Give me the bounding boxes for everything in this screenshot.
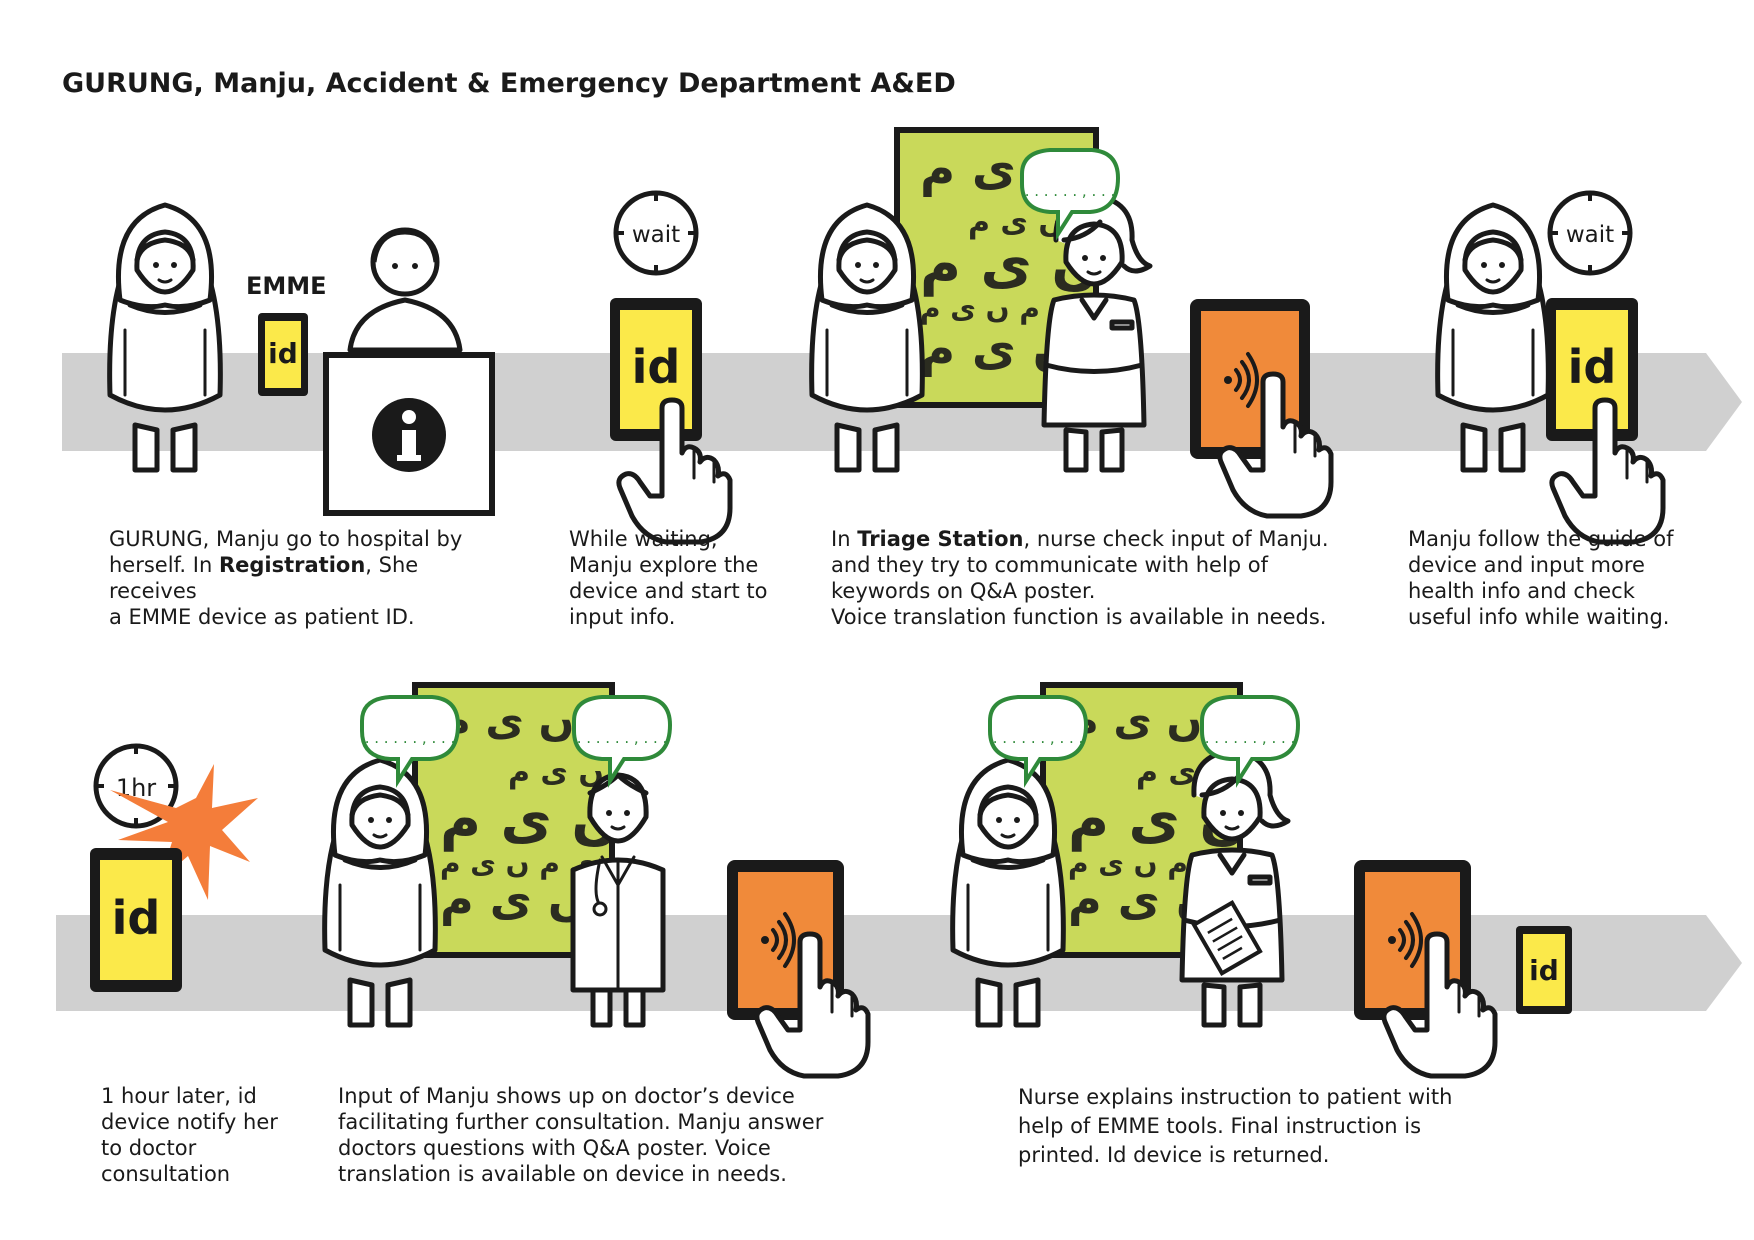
svg-text:id: id xyxy=(1529,954,1559,987)
svg-text:. . . . . . , . . .: . . . . . . , . . . xyxy=(365,729,456,747)
caption-step2: While waiting, Manju explore the device … xyxy=(569,527,768,629)
svg-text:. . . . . . , . . .: . . . . . . , . . . xyxy=(1025,182,1116,200)
svg-text:id: id xyxy=(1568,340,1617,394)
caption-step3: In Triage Station, nurse check input of … xyxy=(831,527,1329,629)
caption-step4: Manju follow the guide of device and inp… xyxy=(1408,527,1674,629)
svg-text:. . . . . . , . . .: . . . . . . , . . . xyxy=(993,729,1084,747)
svg-text:id: id xyxy=(632,340,681,394)
step2-clock-icon: wait xyxy=(616,193,696,273)
process-arrow-bottom xyxy=(56,915,1742,1011)
speech-bubble: . . . . . . , . . . xyxy=(360,695,460,783)
caption-step5: 1 hour later, id device notify her to do… xyxy=(101,1084,278,1186)
svg-text:ں ی م: ں ی م xyxy=(508,755,604,790)
step4-id-device: id xyxy=(1546,298,1638,441)
svg-text:id: id xyxy=(112,891,161,945)
step4-clock-icon: wait xyxy=(1550,193,1630,273)
step1-emme-device: id xyxy=(258,313,308,396)
step5-id-device: id xyxy=(90,848,182,992)
speech-bubble: . . . . . . , . . . xyxy=(1200,695,1300,783)
svg-text:ں ی م: ں ی م xyxy=(440,696,574,746)
notification-burst-icon xyxy=(110,764,258,900)
speech-bubble: . . . . . . , . . . xyxy=(572,695,672,783)
registration-clerk xyxy=(347,227,463,353)
caption-step7: Nurse explains instruction to patient wi… xyxy=(1018,1085,1453,1167)
info-icon xyxy=(372,398,446,472)
registration-desk xyxy=(323,352,495,516)
speech-bubble: . . . . . . , . . . xyxy=(1020,148,1120,236)
caption-step6: Input of Manju shows up on doctor’s devi… xyxy=(338,1084,824,1186)
page-title: GURUNG, Manju, Accident & Emergency Depa… xyxy=(62,68,956,99)
svg-text:. . . . . . , . . .: . . . . . . , . . . xyxy=(577,729,668,747)
svg-text:id: id xyxy=(268,337,298,370)
svg-text:. . . . . . , . . .: . . . . . . , . . . xyxy=(1205,729,1296,747)
svg-text:ں ی م: ں ی م xyxy=(440,872,587,926)
svg-text:wait: wait xyxy=(1566,222,1614,248)
svg-text:wait: wait xyxy=(632,222,680,248)
speech-bubble: . . . . . . , . . . xyxy=(988,695,1088,783)
step2-id-device: id xyxy=(610,298,702,441)
returned-id-device: id xyxy=(1516,926,1572,1014)
emme-label: EMME xyxy=(246,272,327,300)
caption-step1: GURUNG, Manju go to hospital by herself.… xyxy=(109,527,463,629)
clipboard-icon xyxy=(1191,900,1263,976)
svg-text:ں ی م: ں ی م xyxy=(1068,696,1202,746)
